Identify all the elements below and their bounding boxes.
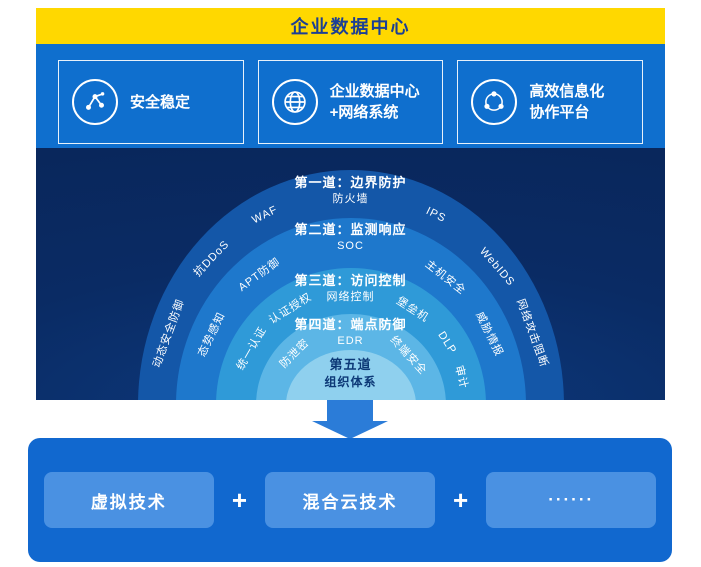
ring-title: 第五道 xyxy=(329,357,372,372)
ring-3-caption: 第三道：访问控制 网络控制 xyxy=(294,272,406,304)
tech-label: ······ xyxy=(548,490,595,509)
feature-row: 安全稳定 企业数据中心 +网络系统 xyxy=(58,60,644,144)
globe-icon xyxy=(271,79,318,125)
feature-line: 安全稳定 xyxy=(130,93,191,111)
feature-text: 企业数据中心 +网络系统 xyxy=(330,81,420,123)
defense-diagram: 第一道：边界防护 防火墙 第二道：监测响应 SOC 第三道：访问控制 网络控制 … xyxy=(36,148,665,400)
tech-box-virtualization: 虚拟技术 xyxy=(43,472,214,528)
feature-line: 高效信息化 xyxy=(529,83,605,100)
feature-line: 协作平台 xyxy=(529,104,590,121)
banner: 企业数据中心 xyxy=(36,8,665,44)
ring-title: 第二道：监测响应 xyxy=(294,222,407,237)
ring-subtitle: SOC xyxy=(337,239,364,252)
banner-title: 企业数据中心 xyxy=(290,17,411,37)
feature-box-stability: 安全稳定 xyxy=(58,60,244,144)
ring-subtitle: EDR xyxy=(337,334,364,347)
ring-4-caption: 第四道：端点防御 EDR xyxy=(294,316,406,348)
ring-subtitle: 防火墙 xyxy=(332,192,369,205)
feature-box-collaboration: 高效信息化 协作平台 xyxy=(457,60,644,144)
main-panel: 安全稳定 企业数据中心 +网络系统 xyxy=(36,44,665,400)
bottom-panel: 虚拟技术 + 混合云技术 + ······ xyxy=(28,438,672,562)
molecule-icon xyxy=(72,79,118,125)
feature-text: 高效信息化 协作平台 xyxy=(529,81,604,123)
ring-1-caption: 第一道：边界防护 防火墙 xyxy=(294,174,406,206)
ring-subtitle: 网络控制 xyxy=(326,290,375,303)
ring-subtitle: 组织体系 xyxy=(324,374,377,389)
ring-title: 第三道：访问控制 xyxy=(294,273,407,288)
ring-2-caption: 第二道：监测响应 SOC xyxy=(294,221,406,253)
plus-sign: + xyxy=(453,485,469,515)
down-arrow-stem xyxy=(327,400,373,421)
feature-text: 安全稳定 xyxy=(130,92,190,113)
feature-line: 企业数据中心 xyxy=(329,83,420,100)
feature-line: +网络系统 xyxy=(329,104,399,121)
down-arrow-icon xyxy=(312,421,388,439)
ring-title: 第四道：端点防御 xyxy=(294,317,407,332)
network-nodes-icon xyxy=(471,79,518,125)
tech-label: 虚拟技术 xyxy=(90,492,167,512)
ring-title: 第一道：边界防护 xyxy=(294,175,407,190)
plus-sign: + xyxy=(231,485,247,515)
tech-label: 混合云技术 xyxy=(302,492,398,512)
tech-box-hybrid-cloud: 混合云技术 xyxy=(265,472,435,528)
feature-box-datacenter: 企业数据中心 +网络系统 xyxy=(257,60,444,144)
ring-5-caption: 第五道 组织体系 xyxy=(324,356,376,390)
tech-box-ellipsis: ······ xyxy=(486,472,657,528)
